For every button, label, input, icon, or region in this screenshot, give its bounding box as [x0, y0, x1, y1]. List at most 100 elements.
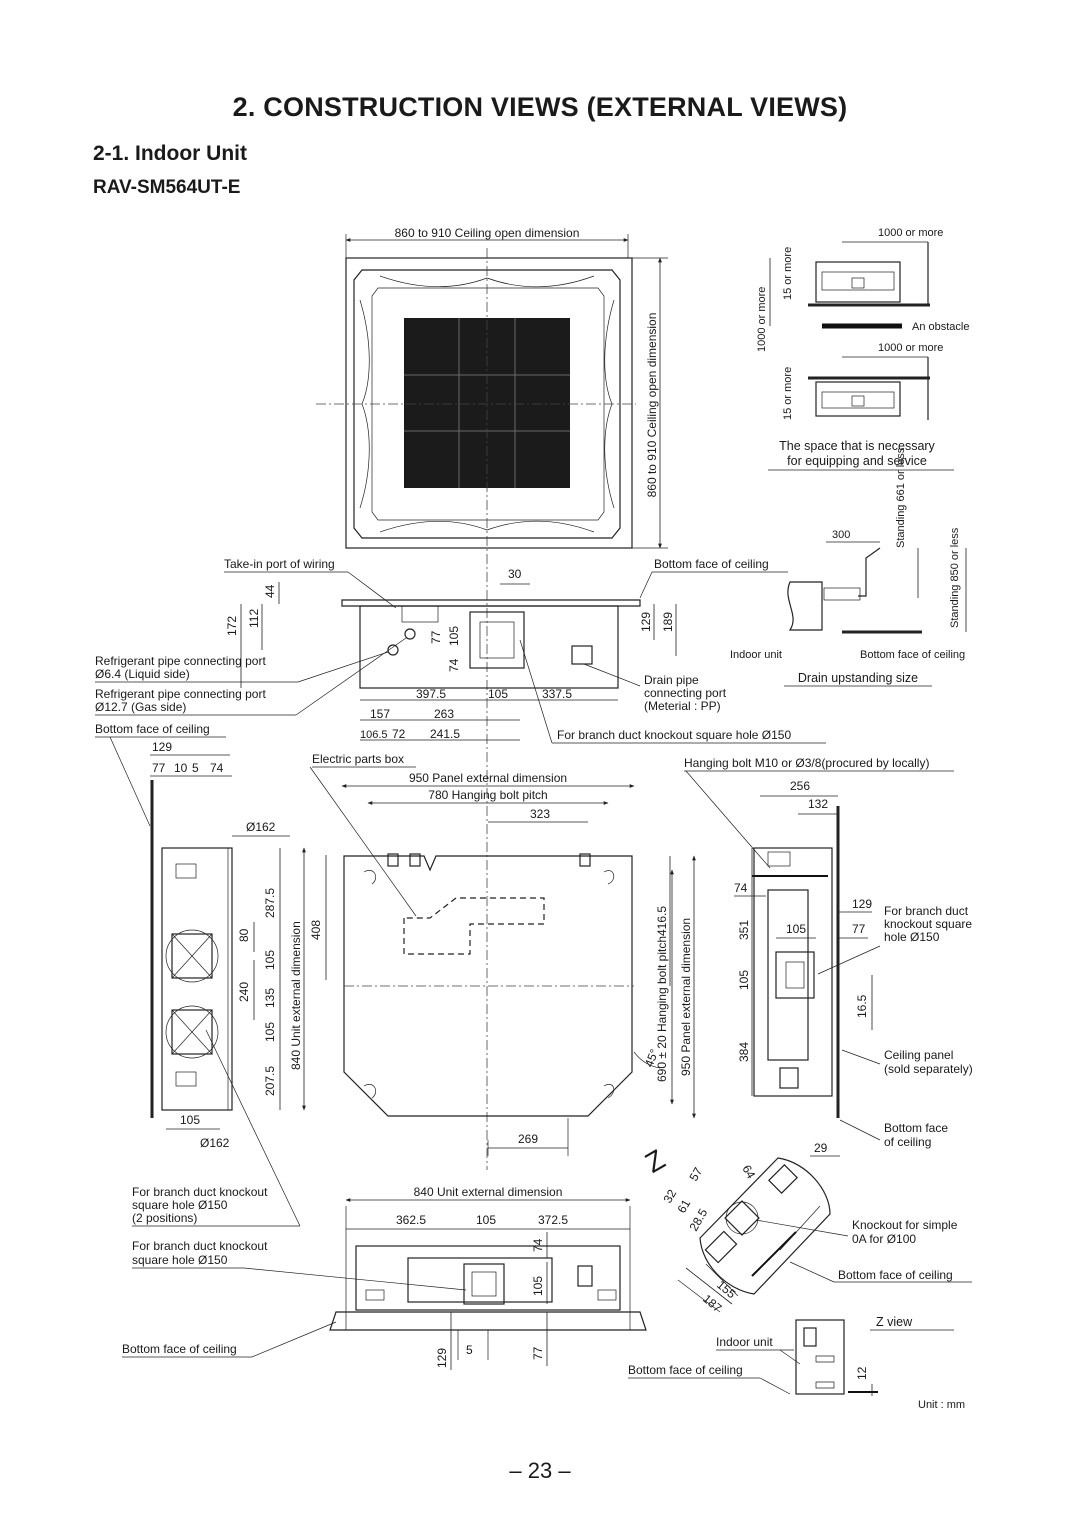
front-bottom-face: Bottom face of ceiling: [122, 1342, 237, 1356]
z-bottom-face: Bottom face of ceiling: [628, 1363, 743, 1377]
takein-port-label: Take-in port of wiring: [224, 557, 335, 571]
drain-upstanding-caption: Drain upstanding size: [798, 671, 918, 685]
ref-gas-line2: Ø12.7 (Gas side): [95, 700, 186, 714]
panel-950-vertical: 950 Panel external dimension: [679, 918, 693, 1076]
dim-129: 129: [639, 612, 653, 632]
corner-dim-32: 32: [660, 1187, 679, 1206]
left-unit-ext: 840 Unit external dimension: [289, 921, 303, 1070]
side-view: Take-in port of wiring Bottom face of ce…: [95, 557, 826, 744]
service-caption-line1: The space that is necessary: [779, 439, 935, 453]
dim-157: 157: [370, 707, 390, 721]
left-knock-line1: For branch duct knockout: [132, 1185, 268, 1199]
corner-view: 32 61 28.5 57 64 155 187 Knockout for si…: [660, 1157, 972, 1315]
ceiling-open-width-label: 860 to 910 Ceiling open dimension: [395, 226, 580, 240]
front-unit-ext: 840 Unit external dimension: [414, 1185, 563, 1199]
standing-850: Standing 850 or less: [949, 527, 961, 628]
left-dim-80: 80: [237, 928, 251, 942]
label-1000-vertical: 1000 or more: [756, 287, 768, 352]
left-dim-105: 105: [180, 1113, 200, 1127]
left-dim-5: 5: [192, 761, 199, 775]
dim-30: 30: [508, 567, 522, 581]
dim-263: 263: [434, 707, 454, 721]
corner-dim-61: 61: [674, 1197, 693, 1216]
right-dim-29: 29: [814, 1141, 828, 1155]
ceiling-open-height-label: 860 to 910 Ceiling open dimension: [645, 313, 659, 498]
hanging-690-label: 690 ± 20 Hanging bolt pitch: [655, 936, 669, 1082]
right-branch-line2: knockout square: [884, 917, 972, 931]
dim-112: 112: [247, 609, 261, 628]
corner-dim-64: 64: [739, 1163, 758, 1182]
dim-241-5: 241.5: [430, 727, 460, 741]
section-title: 2. CONSTRUCTION VIEWS (EXTERNAL VIEWS): [232, 92, 848, 122]
left-dim-240: 240: [237, 982, 251, 1002]
dim-269: 269: [518, 1132, 538, 1146]
standing-661: Standing 661 or less: [895, 447, 907, 548]
right-dim-74: 74: [734, 881, 748, 895]
right-dim-129: 129: [852, 897, 872, 911]
front-dim-5: 5: [466, 1343, 473, 1357]
branch-duct-label: For branch duct knockout square hole Ø15…: [557, 728, 791, 742]
right-dim-132: 132: [808, 797, 828, 811]
left-dim-408: 408: [309, 920, 323, 940]
plan-view: Electric parts box 950 Panel external di…: [309, 752, 696, 1179]
corner-dim-28-5: 28.5: [686, 1206, 710, 1234]
page-number: – 23 –: [509, 1458, 571, 1483]
corner-knock-line2: 0A for Ø100: [852, 1232, 916, 1246]
front-knock-line1: For branch duct knockout: [132, 1239, 268, 1253]
unit-label: Unit : mm: [918, 1399, 965, 1411]
front-dim-74: 74: [531, 1238, 545, 1252]
electric-box-label: Electric parts box: [312, 752, 404, 766]
ref-liquid-line2: Ø6.4 (Liquid side): [95, 667, 190, 681]
hanging-pitch-label: 780 Hanging bolt pitch: [428, 788, 547, 802]
front-knock-line2: square hole Ø150: [132, 1253, 228, 1267]
dia-162-top: Ø162: [246, 820, 276, 834]
right-branch-line3: hole Ø150: [884, 930, 940, 944]
left-dim-10: 10: [174, 761, 188, 775]
right-dim-77: 77: [852, 922, 866, 936]
front-dim-77: 77: [531, 1346, 545, 1360]
obstacle-label: An obstacle: [912, 321, 969, 333]
left-bottom-face-label: Bottom face of ceiling: [95, 722, 210, 736]
left-dim-207-5: 207.5: [263, 1066, 277, 1096]
z-view: Z view Indoor unit Bottom face of ceilin…: [628, 1315, 965, 1411]
front-view: 840 Unit external dimension 362.5 105 37…: [122, 1185, 647, 1370]
left-dim-135: 135: [263, 988, 277, 1008]
right-branch-line1: For branch duct: [884, 904, 969, 918]
indoor-unit-label: Indoor unit: [730, 649, 782, 661]
z-dim-12: 12: [855, 1366, 869, 1380]
right-dim-105v: 105: [737, 970, 751, 990]
front-dim-105v: 105: [531, 1276, 545, 1296]
panel-ext-label: 950 Panel external dimension: [409, 771, 567, 785]
right-dim-105: 105: [786, 922, 806, 936]
right-panel-line2: (sold separately): [884, 1062, 973, 1076]
subsection-title: 2-1. Indoor Unit: [93, 142, 247, 165]
right-dim-384: 384: [737, 1042, 751, 1062]
ref-gas-line1: Refrigerant pipe connecting port: [95, 687, 266, 701]
drain-upstanding-view: 300 Standing 661 or less Standing 850 or…: [730, 447, 967, 687]
front-dim-362-5: 362.5: [396, 1213, 426, 1227]
left-dim-129: 129: [152, 740, 172, 754]
label-1000-top: 1000 or more: [878, 227, 943, 239]
left-knock-line2: square hole Ø150: [132, 1198, 228, 1212]
dim-300: 300: [832, 529, 850, 541]
drain-line1: Drain pipe: [644, 673, 699, 687]
left-dim-105b: 105: [263, 1022, 277, 1042]
left-dim-77: 77: [152, 761, 166, 775]
label-15-bottom: 15 or more: [782, 367, 794, 420]
dim-337-5: 337.5: [542, 687, 572, 701]
front-dim-372-5: 372.5: [538, 1213, 568, 1227]
right-bottom-line1: Bottom face: [884, 1121, 948, 1135]
right-panel-line1: Ceiling panel: [884, 1048, 953, 1062]
corner-knock-line1: Knockout for simple: [852, 1218, 958, 1232]
dia-162-bottom: Ø162: [200, 1136, 230, 1150]
bottom-face-label: Bottom face of ceiling: [860, 649, 965, 661]
dim-77: 77: [429, 630, 443, 644]
right-bottom-line2: of ceiling: [884, 1135, 931, 1149]
dim-189: 189: [661, 612, 675, 632]
dim-105b: 105: [488, 687, 508, 701]
dim-323: 323: [530, 807, 550, 821]
right-dim-256: 256: [790, 779, 810, 793]
dim-105: 105: [447, 626, 461, 646]
service-caption-line2: for equipping and service: [787, 454, 927, 468]
